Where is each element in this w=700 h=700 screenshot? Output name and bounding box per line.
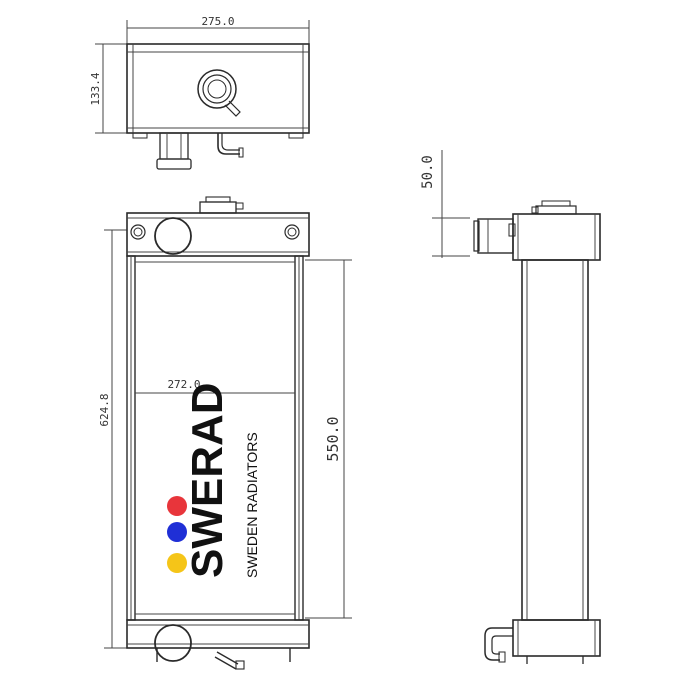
dim-top-height: 133.4 <box>89 72 102 105</box>
logo-tagline: SWEDEN RADIATORS <box>244 432 260 578</box>
front-cap-icon <box>199 196 244 214</box>
filler-cap-icon <box>197 69 241 117</box>
logo-dot-blue <box>167 522 187 542</box>
outlet-pipe-icon <box>156 132 192 170</box>
side-cap-icon <box>531 200 577 215</box>
side-outlet-pipe-icon <box>484 627 513 663</box>
side-inlet-pipe-icon <box>473 218 516 254</box>
logo-name: SWERAD <box>183 382 232 578</box>
logo-dot-red <box>167 496 187 516</box>
drain-fitting-icon <box>214 651 245 670</box>
dim-core-height: 550.0 <box>324 416 342 461</box>
top-view: 275.0 133.4 <box>89 15 310 170</box>
front-view: 624.8 550.0 272.0 <box>98 196 352 670</box>
swerad-logo: SWERAD SWEDEN RADIATORS <box>167 382 260 578</box>
dim-overall-height: 624.8 <box>98 393 111 426</box>
dim-side-offset: 50.0 <box>420 155 436 189</box>
dim-top-width: 275.0 <box>201 15 234 28</box>
logo-dot-yellow <box>167 553 187 573</box>
dim-core-width: 272.0 <box>167 378 200 391</box>
side-view: 50.0 <box>420 150 601 664</box>
